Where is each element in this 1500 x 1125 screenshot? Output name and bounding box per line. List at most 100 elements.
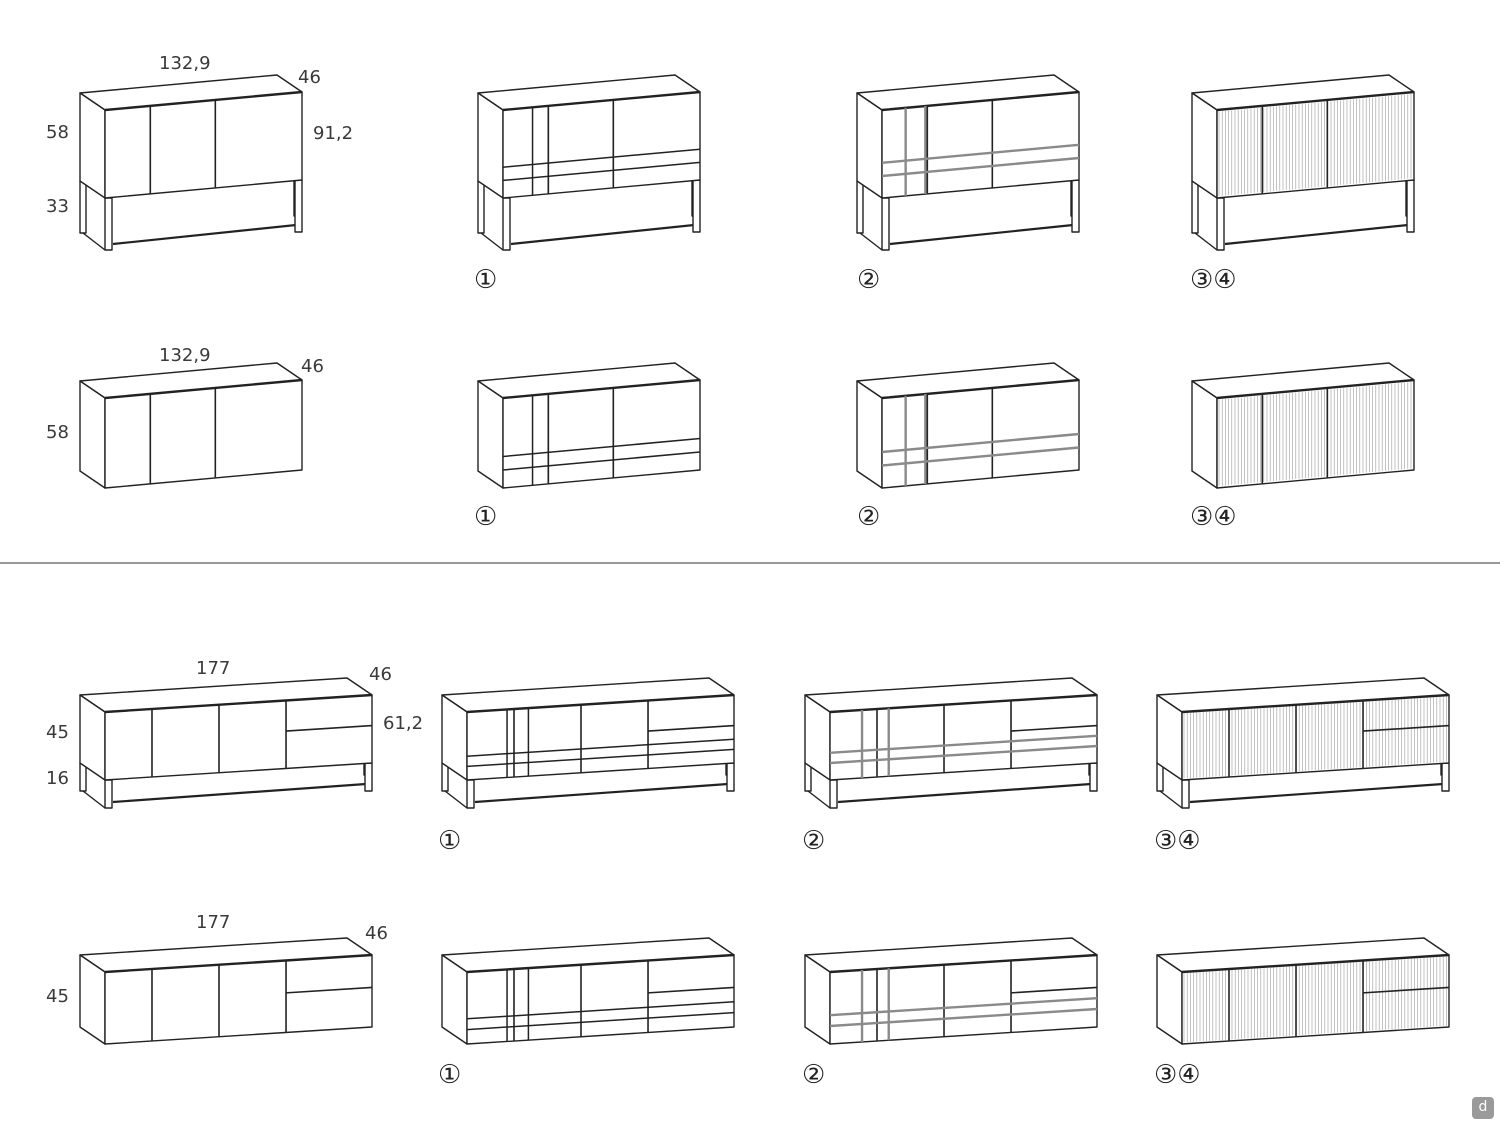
stretcher: [1224, 223, 1409, 246]
front-left-leg: [1181, 779, 1190, 809]
brand-logo: d: [1472, 1097, 1494, 1119]
side-face: [79, 92, 106, 199]
front-top-edge: [1181, 953, 1450, 974]
accent-line: [881, 432, 1080, 454]
drawer-divider: [647, 724, 735, 732]
front-right-leg: [1071, 179, 1080, 233]
back-left-leg: [856, 180, 864, 234]
front-top-edge: [104, 953, 373, 974]
variant-marker-2: ②: [857, 265, 881, 295]
stretcher: [510, 223, 695, 246]
front-right-leg: [294, 179, 303, 233]
frame-line: [502, 161, 701, 182]
front-right-leg: [692, 179, 701, 233]
stretcher: [112, 223, 297, 246]
legs: [1191, 164, 1415, 251]
accent-line: [829, 997, 1098, 1017]
frame-line: [502, 148, 701, 168]
frame-line: [466, 1011, 735, 1031]
variant-marker-3-4: ③④: [1190, 502, 1237, 532]
accent-line: [881, 143, 1080, 164]
sideboard-drawing: [856, 74, 1080, 251]
drawer-divider: [1010, 724, 1098, 732]
drawer-divider: [1362, 986, 1450, 994]
stretcher: [889, 223, 1074, 246]
sideboard-drawing: [79, 362, 303, 489]
sideboard-drawing: [441, 937, 735, 1045]
variant-marker-2: ②: [857, 502, 881, 532]
front-left-leg: [1216, 197, 1225, 251]
sideboard-drawing: [1156, 677, 1450, 809]
front-left-leg: [104, 197, 113, 251]
sideboard-drawing: [804, 937, 1098, 1045]
side-face: [1191, 380, 1218, 489]
leg-height-label: 33: [46, 196, 69, 217]
variant-marker-1: ①: [438, 826, 462, 856]
drawer-divider: [1010, 986, 1098, 994]
variant-marker-2: ②: [802, 826, 826, 856]
front-right-leg: [1089, 762, 1098, 792]
frame-line: [466, 738, 735, 757]
legs: [477, 164, 701, 251]
front-left-leg: [881, 197, 890, 251]
front-right-leg: [1441, 762, 1450, 792]
stretcher: [112, 782, 367, 804]
total-height-label: 91,2: [313, 123, 354, 144]
front-top-edge: [502, 378, 701, 400]
stretcher: [1189, 782, 1444, 804]
side-rail: [444, 790, 468, 809]
front-top-edge: [502, 90, 701, 112]
variant-marker-3-4: ③④: [1190, 265, 1237, 295]
side-face: [856, 380, 883, 489]
width-label: 132,9: [159, 53, 211, 74]
sideboard-drawing: [804, 677, 1098, 809]
front-top-edge: [104, 693, 373, 714]
accent-line: [829, 744, 1098, 765]
side-face: [477, 92, 504, 199]
side-face: [856, 92, 883, 199]
side-rail: [859, 232, 883, 251]
front-top-edge: [881, 378, 1080, 400]
body-height-label: 45: [46, 722, 69, 743]
leg-height-label: 16: [46, 768, 69, 789]
legs: [441, 747, 735, 809]
back-left-leg: [1191, 180, 1199, 234]
height-label: 45: [46, 986, 69, 1007]
variant-marker-1: ①: [474, 265, 498, 295]
front-left-leg: [466, 779, 475, 809]
front-top-edge: [829, 693, 1098, 714]
frame-line: [466, 1001, 735, 1020]
stretcher: [837, 782, 1092, 804]
drawer-divider: [285, 724, 373, 732]
front-left-leg: [829, 779, 838, 809]
front-top-edge: [1216, 378, 1415, 400]
sideboard-drawing: [856, 362, 1080, 489]
side-face: [79, 380, 106, 489]
width-label: 132,9: [159, 345, 211, 366]
depth-label: 46: [298, 67, 321, 88]
sideboard-drawing: [477, 362, 701, 489]
legs: [856, 164, 1080, 251]
drawer-divider: [1362, 724, 1450, 732]
variant-marker-1: ①: [474, 502, 498, 532]
accent-line: [881, 156, 1080, 178]
accent-line: [829, 1007, 1098, 1028]
accent-line: [829, 734, 1098, 754]
sideboard-drawing: [477, 74, 701, 251]
sideboard-drawing: [1191, 362, 1415, 489]
front-right-leg: [1406, 179, 1415, 233]
front-right-leg: [364, 762, 373, 792]
front-top-edge: [104, 90, 303, 112]
depth-label: 46: [369, 664, 392, 685]
front-left-leg: [502, 197, 511, 251]
sideboard-drawing: [79, 74, 303, 251]
side-rail: [480, 232, 504, 251]
drawer-divider: [647, 986, 735, 994]
frame-line: [502, 451, 701, 471]
drawer-divider: [285, 986, 373, 994]
front-top-edge: [466, 693, 735, 714]
width-label: 177: [196, 658, 231, 679]
side-rail: [82, 790, 106, 809]
